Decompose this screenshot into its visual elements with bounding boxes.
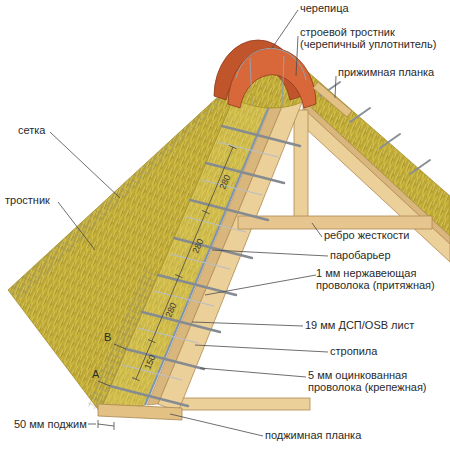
press-batten [313,82,352,117]
part-label: стропила [330,345,440,357]
dimension-line [98,420,114,430]
part-label: сетка [18,124,78,136]
dimension-letter: A [92,368,106,380]
part-label: тростник [5,194,75,206]
king-post [294,110,308,222]
part-label: черепица [300,2,440,14]
part-label: поджимная планка [265,429,405,441]
part-label: прижимная планка [338,66,448,78]
leader-lines [50,10,336,436]
dimension-ticks [98,344,126,386]
tile-straps [236,48,306,106]
part-label: ребро жесткости [324,229,444,241]
tie-beam [170,398,310,410]
part-label: 1 мм нержавеющая проволока (притяжная) [316,267,450,291]
tension-wires [122,142,278,380]
part-label: 19 мм ДСП/OSB лист [305,319,445,331]
dimension-letter: B [104,331,118,343]
part-label: строевой тростник (черепичный уплотнител… [300,26,450,50]
fixing-wires [110,126,300,406]
right-rafter [303,108,450,262]
right-wires [320,82,430,174]
ridge-tile [228,48,316,108]
dimension-line [132,146,236,381]
rafter [158,97,303,412]
eave-batten [98,404,182,420]
right-thatch [292,58,450,236]
collar-beam [238,216,432,229]
part-label: 5 мм оцинкованная проволока (крепежная) [308,369,448,393]
part-label: паробарьер [330,249,440,261]
dimension-label: 50 мм поджим [14,418,98,430]
